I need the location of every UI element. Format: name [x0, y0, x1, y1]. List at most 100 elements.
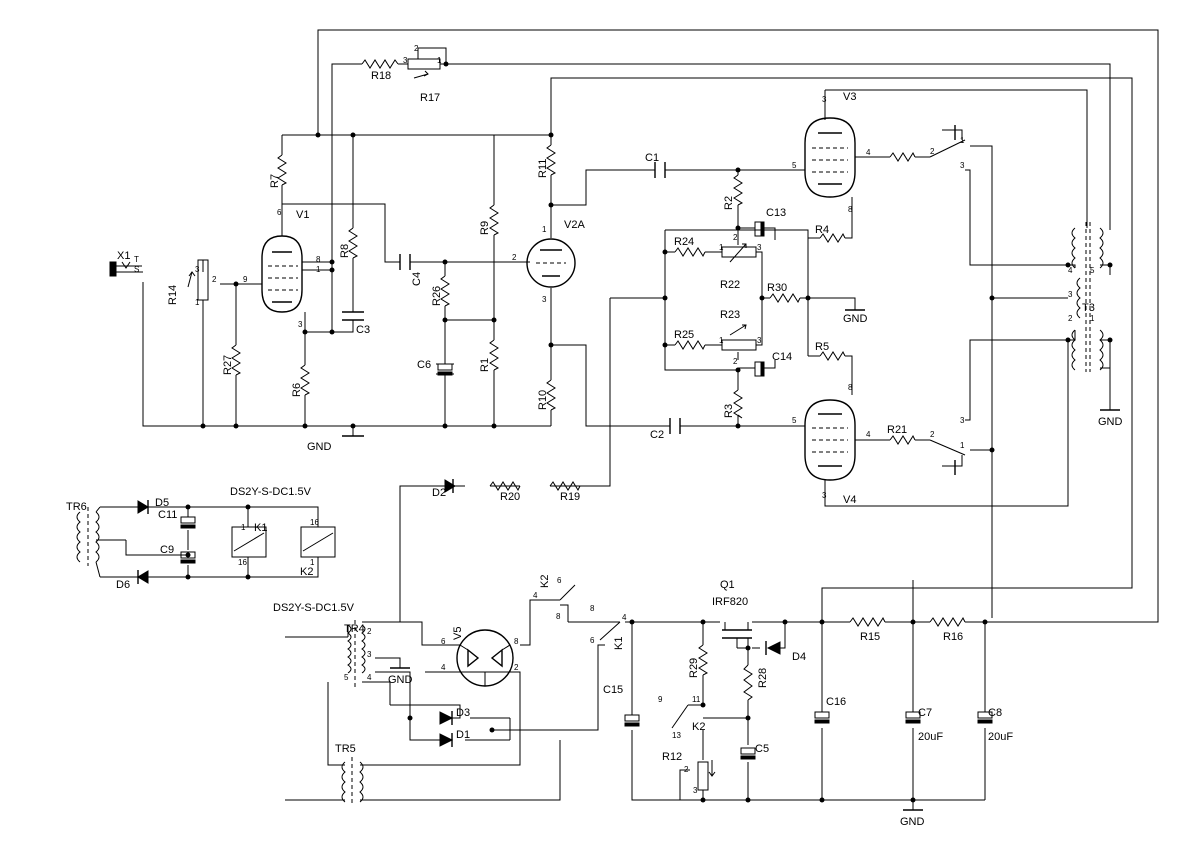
label-r17: R17: [420, 92, 440, 104]
label-k1: K1: [254, 522, 267, 534]
label-r27: R27: [222, 355, 234, 375]
label-tr6: TR6: [66, 501, 87, 513]
pin-v1-1: 1: [316, 265, 321, 274]
pin-r22-3: 3: [757, 243, 762, 252]
r18-body: [361, 59, 399, 69]
junction-dots: [185, 61, 1113, 803]
label-d5: D5: [155, 497, 169, 509]
label-c8: C8: [988, 707, 1002, 719]
wires: [100, 29, 1159, 810]
label-x1-t: T: [134, 255, 139, 264]
r17-body: [407, 58, 441, 70]
pin-sw3-2: 2: [930, 147, 935, 156]
transformers: [76, 222, 1110, 805]
label-r22: R22: [720, 279, 740, 291]
r30-body: [769, 293, 801, 304]
r20-body: [489, 481, 521, 492]
label-r26: R26: [431, 286, 443, 306]
relays: [231, 129, 966, 729]
pin-sw4-3: 3: [960, 416, 965, 425]
pin-v5-8: 8: [514, 637, 519, 646]
label-k2-switch: K2: [539, 575, 551, 588]
pin-v2a-3: 3: [542, 295, 547, 304]
label-r8: R8: [339, 244, 351, 258]
label-q1-part: IRF820: [712, 596, 748, 608]
pin-k1-1: 1: [241, 523, 246, 532]
pin-t3-2: 2: [1068, 314, 1073, 323]
label-v2a: V2A: [564, 219, 585, 231]
diodes: [137, 479, 781, 747]
label-r19: R19: [560, 491, 580, 503]
r25-body: [674, 340, 706, 351]
r11-body: [546, 144, 557, 176]
label-gnd-r30: GND: [843, 313, 868, 325]
pin-r17-1: 1: [437, 56, 442, 65]
label-r28: R28: [757, 668, 769, 688]
label-r20: R20: [500, 491, 520, 503]
r14-body: [197, 259, 209, 301]
r24-body: [674, 247, 706, 258]
v3-envelope: [804, 117, 856, 198]
label-r2: R2: [723, 196, 735, 210]
r29-body: [698, 644, 709, 676]
r4-out: [889, 151, 916, 162]
r28-body: [743, 664, 753, 701]
r5-body: [819, 350, 846, 361]
label-d2: D2: [432, 487, 446, 499]
pin-k1-6: 6: [590, 636, 595, 645]
r1-body: [489, 339, 500, 371]
label-tr4: TR4: [344, 623, 365, 635]
pin-k2-8: 8: [556, 612, 561, 621]
pin-v5-6: 6: [441, 637, 446, 646]
label-r29: R29: [688, 658, 700, 678]
r16-body: [929, 616, 966, 627]
label-k2-lower: K2: [692, 721, 705, 733]
r15-body: [849, 616, 886, 627]
label-c14: C14: [772, 351, 792, 363]
label-r24: R24: [674, 236, 694, 248]
pin-v4-4: 4: [866, 430, 871, 439]
pin-v4-3: 3: [822, 491, 827, 500]
label-relay-part-1: DS2Y-S-DC1.5V: [230, 486, 312, 498]
pin-r22-2: 2: [733, 233, 738, 242]
pin-sw3-1: 1: [960, 136, 965, 145]
label-x1-s: S: [134, 265, 139, 274]
r19-body: [549, 481, 581, 492]
v2a-envelope: [526, 238, 576, 288]
label-c1: C1: [645, 152, 659, 164]
pin-tr4-3: 3: [367, 650, 372, 659]
pin-k1-4: 4: [622, 613, 627, 622]
r21-body: [889, 434, 916, 445]
label-gnd-psu: GND: [900, 816, 925, 828]
label-r18: R18: [371, 70, 391, 82]
pin-r17-2: 2: [414, 44, 419, 53]
label-c2: C2: [650, 429, 664, 441]
label-relay-part-2: DS2Y-S-DC1.5V: [273, 602, 355, 614]
r12-body: [697, 761, 709, 791]
pin-v1-8: 8: [316, 255, 321, 264]
r10-body: [546, 379, 557, 411]
label-v1: V1: [296, 209, 309, 221]
pin-k1-16: 16: [238, 558, 247, 567]
label-t3: T3: [1082, 302, 1095, 314]
pin-v4-5: 5: [792, 416, 797, 425]
label-v3: V3: [843, 91, 856, 103]
label-v4: V4: [843, 494, 856, 506]
pin-r23-1: 1: [719, 336, 724, 345]
pin-k1-8: 8: [590, 604, 595, 613]
pin-k2-1: 1: [310, 558, 315, 567]
label-r11: R11: [537, 159, 549, 178]
pin-tr4-2: 2: [367, 627, 372, 636]
label-gnd-tr4: GND: [388, 674, 413, 686]
r6-body: [300, 364, 311, 396]
label-r16: R16: [943, 631, 963, 643]
label-r14: R14: [167, 285, 179, 305]
label-r9: R9: [479, 221, 491, 235]
pin-sw3-3: 3: [960, 161, 965, 170]
pin-v1-9: 9: [243, 275, 248, 284]
pin-v4-8: 8: [848, 383, 853, 392]
component-labels: R18 R17 R7 V1 R8 C3 X1 T S R14 R27 R6 GN…: [66, 70, 1123, 828]
capacitors: [180, 162, 993, 760]
pin-t3-1: 1: [1090, 314, 1095, 323]
